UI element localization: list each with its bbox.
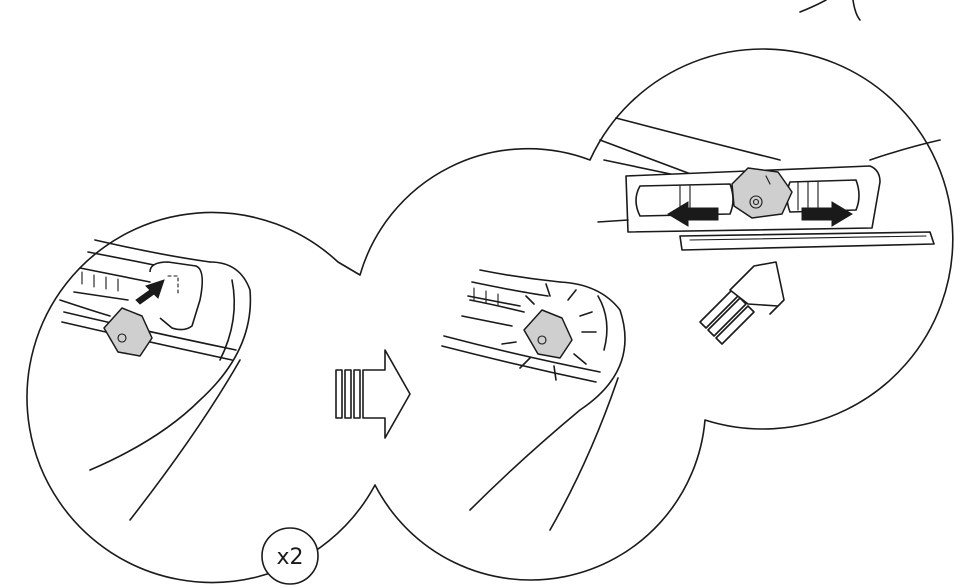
repeat-badge: x2 (262, 528, 318, 584)
step-3-slide-adjust (598, 118, 940, 250)
step-1-insert-clip (60, 240, 250, 520)
next-step-arrow-2 (700, 262, 784, 344)
repeat-badge-label: x2 (276, 545, 303, 570)
next-step-arrow-1 (336, 350, 410, 438)
clip-adapter (104, 308, 152, 356)
clip-locked (524, 310, 572, 358)
step-2-click-lock (442, 270, 625, 530)
bubble-tail (800, 0, 860, 20)
